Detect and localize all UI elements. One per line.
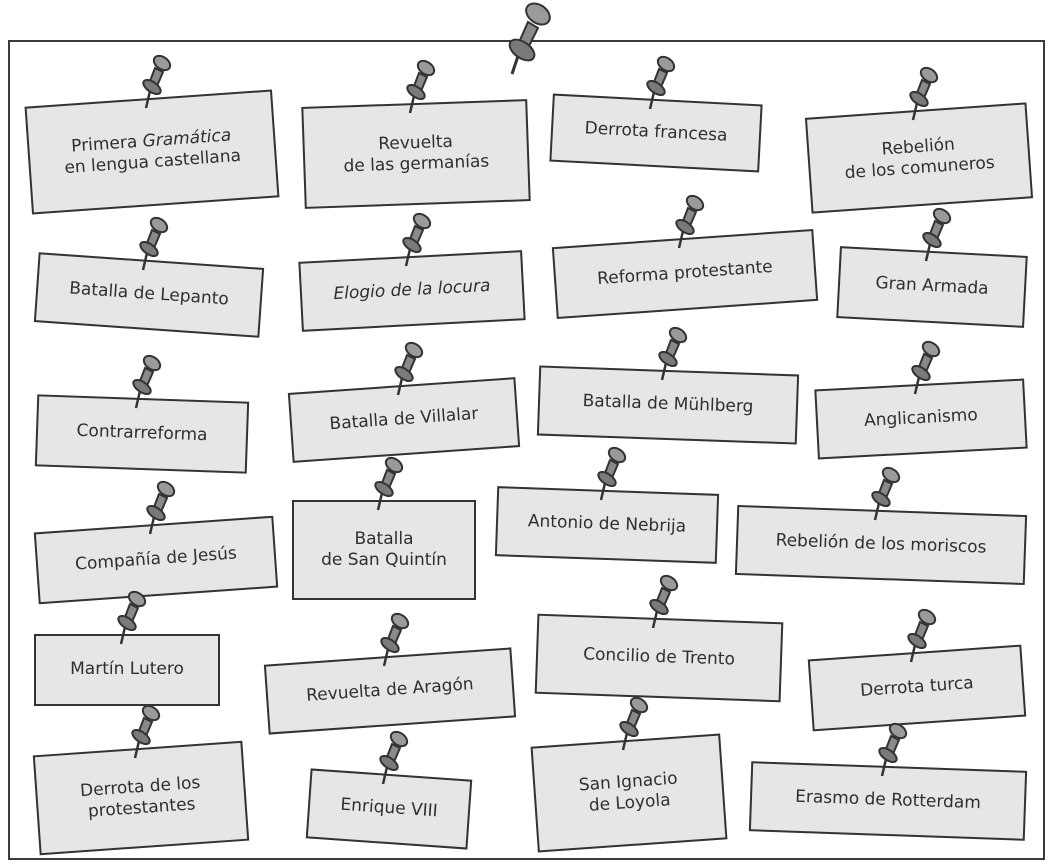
card-derrota-francesa: Derrota francesa xyxy=(549,93,763,173)
card-rebelion-moriscos: Rebelión de los moriscos xyxy=(734,504,1028,586)
card-anglicanismo: Anglicanismo xyxy=(814,378,1028,460)
card-concilio-trento: Concilio de Trento xyxy=(534,613,784,703)
card-erasmo-rotterdam: Erasmo de Rotterdam xyxy=(748,761,1028,841)
card-san-ignacio: San Ignacio de Loyola xyxy=(530,733,728,853)
card-contrarreforma: Contrarreforma xyxy=(34,394,250,474)
card-martin-lutero: Martín Lutero xyxy=(34,634,220,706)
board-pushpin-icon xyxy=(508,2,551,75)
card-text: Martín Lutero xyxy=(70,659,184,680)
card-text: Revuelta de las germanías xyxy=(343,131,490,177)
card-antonio-nebrija: Antonio de Nebrija xyxy=(494,486,720,564)
card-text: Contrarreforma xyxy=(76,421,208,446)
card-text: Elogio de la locura xyxy=(333,276,491,305)
card-batalla-muhlberg: Batalla de Mühlberg xyxy=(536,365,800,445)
card-text: Revuelta de Aragón xyxy=(305,674,475,707)
card-text: Rebelión de los comuneros xyxy=(844,134,996,184)
card-text: Batalla de Villalar xyxy=(328,404,480,435)
card-elogio-locura: Elogio de la locura xyxy=(298,250,526,332)
card-text: Antonio de Nebrija xyxy=(527,511,687,538)
card-text: San Ignacio de Loyola xyxy=(578,768,679,816)
card-text: Batalla de San Quintín xyxy=(321,528,447,570)
card-text: Derrota francesa xyxy=(584,118,728,147)
card-derrota-protestantes: Derrota de los protestantes xyxy=(32,740,250,856)
card-text: Concilio de Trento xyxy=(582,644,736,671)
card-text: Derrota turca xyxy=(859,673,975,702)
card-gran-armada: Gran Armada xyxy=(836,246,1028,328)
card-derrota-turca: Derrota turca xyxy=(807,644,1027,732)
card-text: Anglicanismo xyxy=(863,405,979,432)
card-revuelta-germanias: Revuelta de las germanías xyxy=(301,99,531,209)
card-text: Erasmo de Rotterdam xyxy=(794,787,982,814)
card-text: Batalla de Mühlberg xyxy=(582,391,754,418)
card-text: Batalla de Lepanto xyxy=(68,278,230,310)
card-rebelion-comuneros: Rebelión de los comuneros xyxy=(804,102,1034,214)
card-text: Rebelión de los moriscos xyxy=(775,530,987,559)
card-text: Enrique VIII xyxy=(339,795,439,822)
card-batalla-san-quintin: Batalla de San Quintín xyxy=(292,500,476,600)
card-text: Reforma protestante xyxy=(596,257,774,290)
card-text: Derrota de los protestantes xyxy=(79,772,201,822)
card-text: Gran Armada xyxy=(874,273,990,300)
card-text: Compañía de Jesús xyxy=(74,543,238,576)
card-enrique-viii: Enrique VIII xyxy=(305,768,473,850)
